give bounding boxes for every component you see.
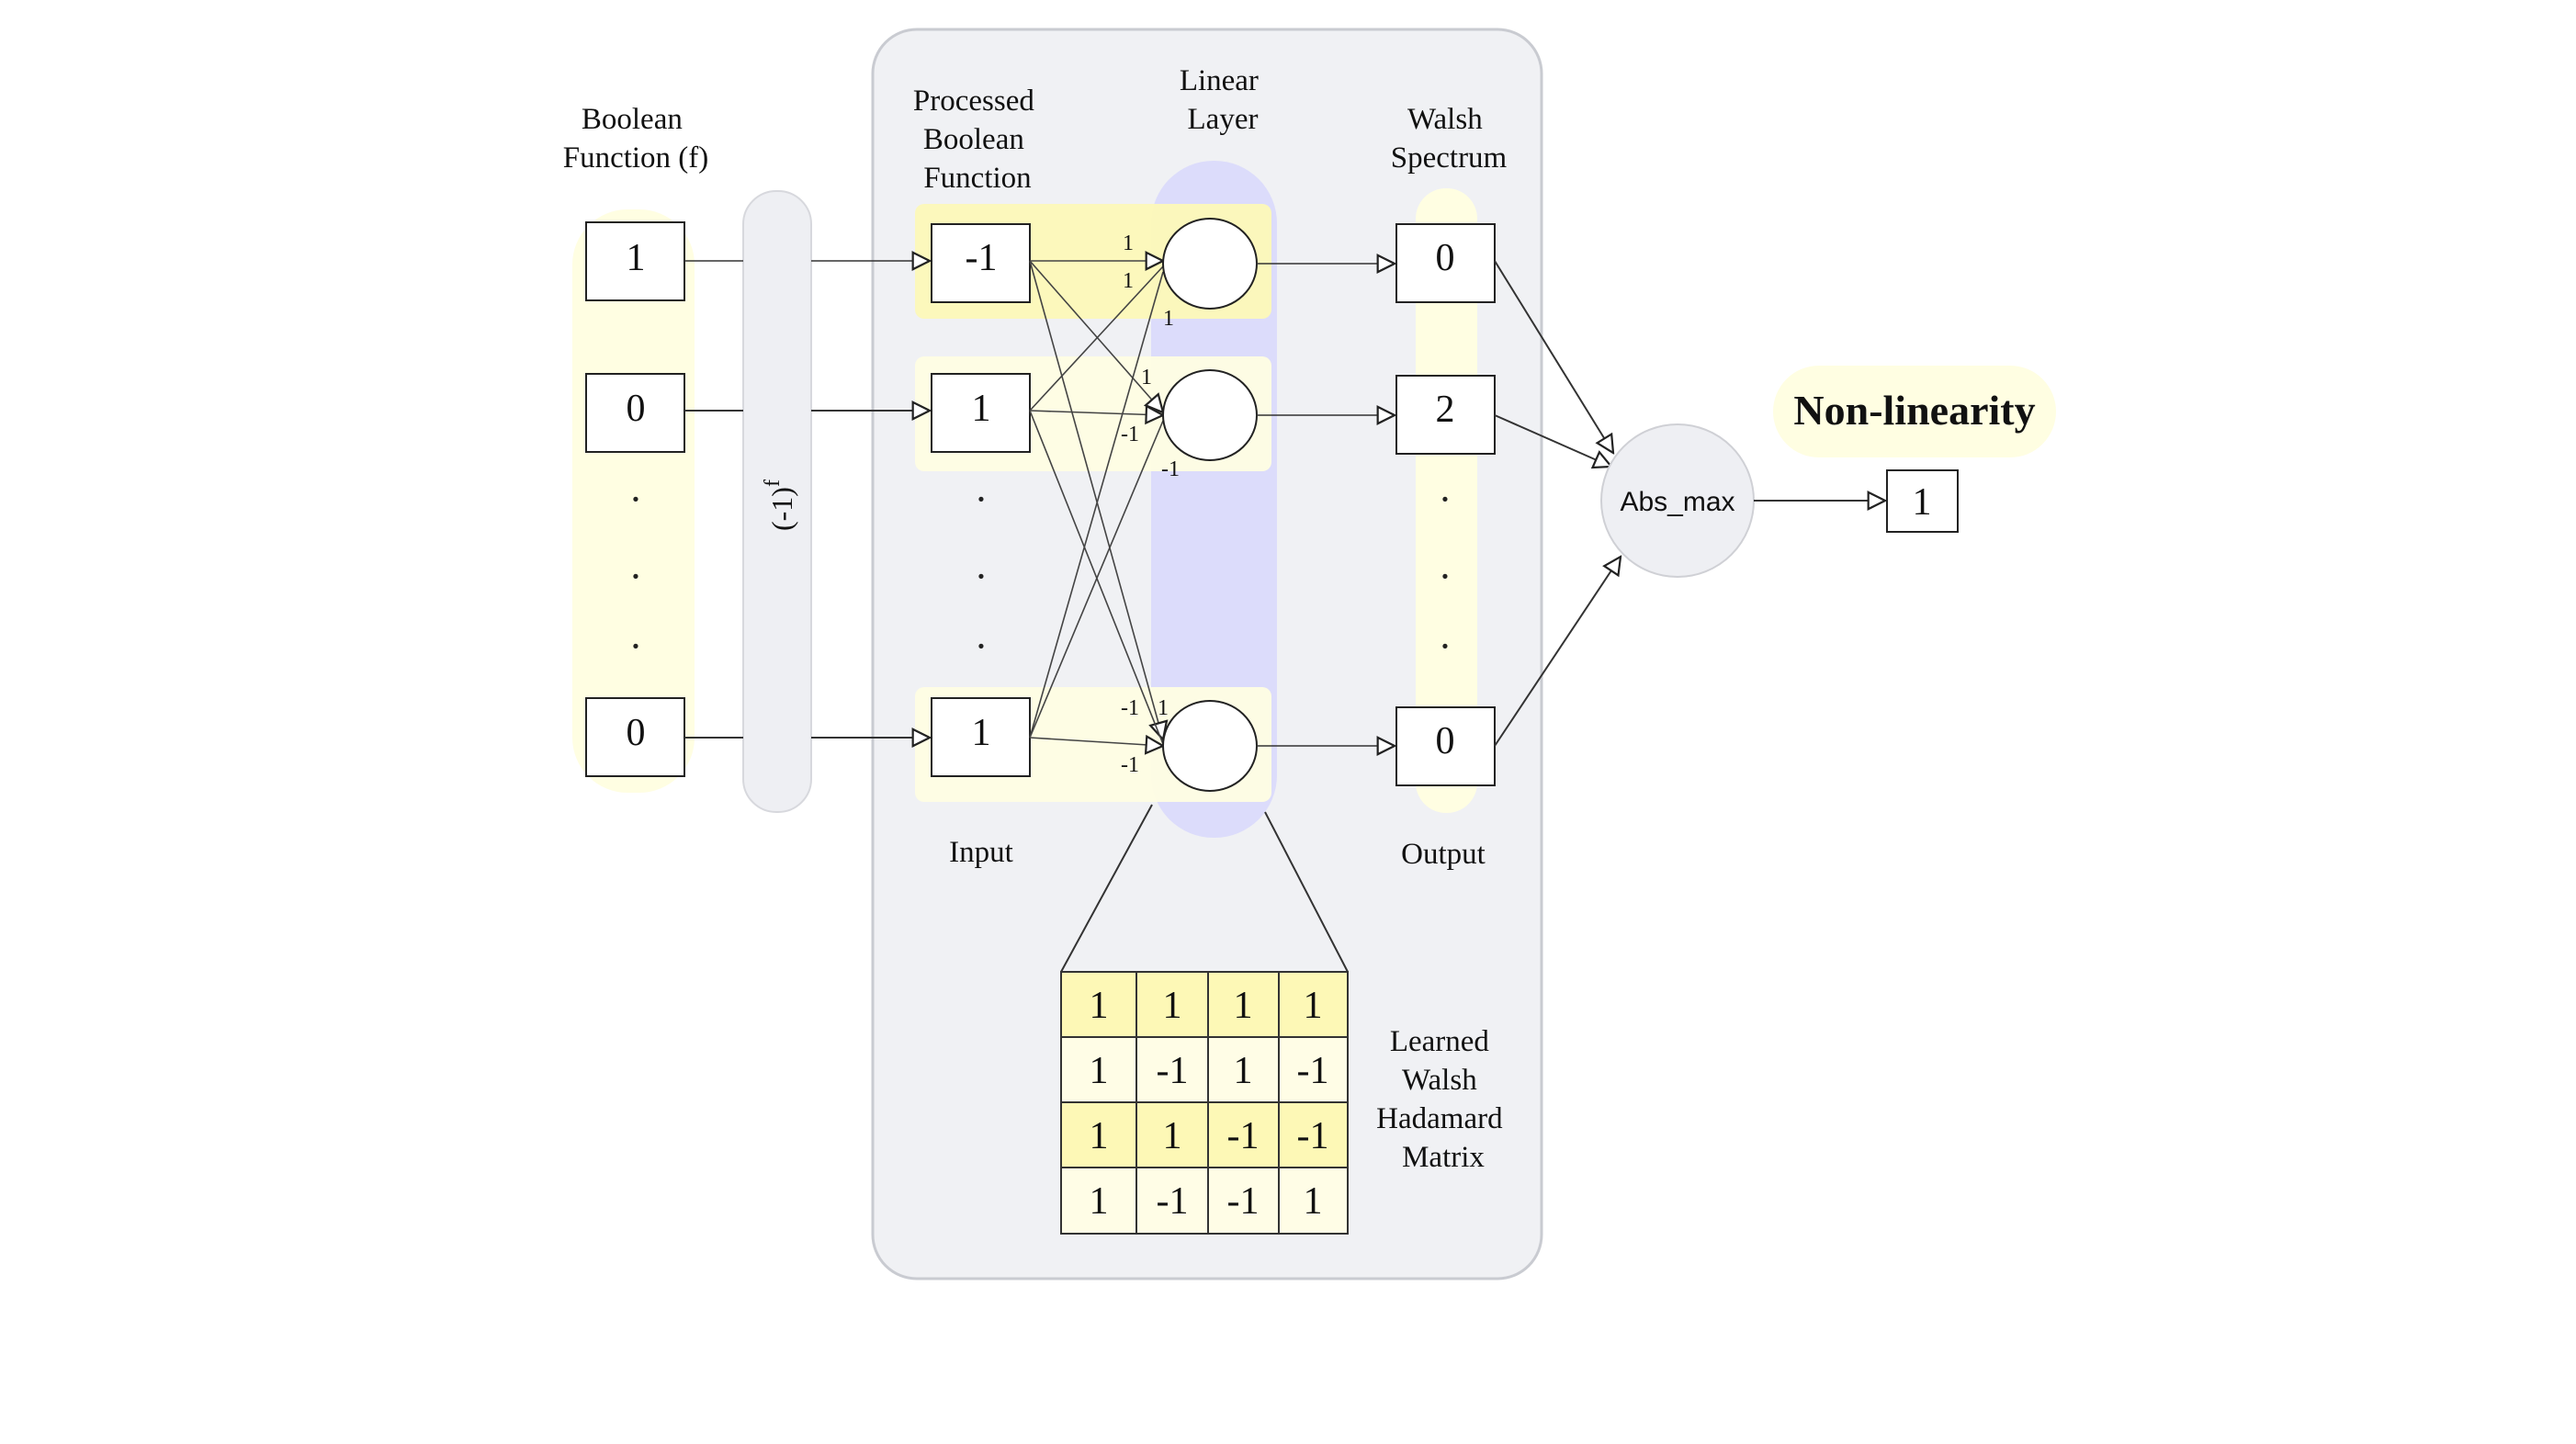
linear-layer-title-line1: Linear: [1180, 64, 1259, 97]
svg-text:Learned Walsh Hadamard: Learned Walsh Hadamard Matrix: [1376, 1025, 1510, 1174]
input-value-3: 0: [627, 712, 646, 754]
matrix-caption-line1: Learned: [1390, 1025, 1490, 1058]
neuron-3: [1162, 700, 1258, 792]
matrix-cell: -1: [1157, 1050, 1189, 1092]
matrix-caption-line4: Matrix: [1402, 1141, 1485, 1174]
svg-text:Walsh Spectrum: Walsh Spectrum: [1391, 103, 1508, 175]
matrix-row-bg-3: [1061, 1102, 1348, 1168]
matrix-cell: 1: [1234, 1050, 1253, 1092]
input-box-1: 1: [585, 221, 685, 301]
matrix-cell: 1: [1090, 1050, 1109, 1092]
processed-box-2: 1: [931, 373, 1031, 453]
nonlinearity-value: 1: [1913, 481, 1932, 524]
walsh-value-2: 2: [1436, 389, 1455, 431]
walsh-column-highlight: [1416, 188, 1477, 813]
input-box-3: 0: [585, 697, 685, 777]
nonlinearity-result-box: 1: [1886, 469, 1959, 533]
input-column-highlight: [572, 209, 695, 793]
matrix-cell: -1: [1227, 1115, 1260, 1157]
processed-dot-2: ·: [975, 554, 989, 599]
walsh-value-3: 0: [1436, 720, 1455, 762]
processed-title-line2: Boolean: [923, 123, 1024, 156]
matrix-cell: -1: [1227, 1180, 1260, 1223]
input-value-2: 0: [627, 388, 646, 430]
zoom-line-left: [1060, 804, 1153, 973]
input-dot-1: ·: [629, 477, 643, 522]
walsh-dot-3: ·: [1439, 624, 1452, 669]
matrix-caption-line3: Hadamard: [1376, 1102, 1503, 1135]
matrix-cell: -1: [1297, 1050, 1329, 1092]
arrow-walsh-1: [1494, 260, 1613, 453]
weight-n2-a: 1: [1141, 366, 1152, 389]
hadamard-matrix: 1 1 1 1 1 -1 1 -1 1 1 -1 -1 1 -1 -1 1: [1060, 971, 1349, 1235]
linear-layer-title-line2: Layer: [1188, 103, 1259, 136]
input-dot-3: ·: [629, 624, 643, 669]
processed-title-line3: Function: [923, 162, 1031, 195]
matrix-cell: -1: [1157, 1180, 1189, 1223]
walsh-dot-1: ·: [1439, 477, 1452, 522]
input-box-2: 0: [585, 373, 685, 453]
matrix-cell: 1: [1234, 985, 1253, 1027]
processed-title-line1: Processed: [913, 85, 1034, 118]
input-caption: Input: [949, 836, 1013, 869]
arrow-walsh-2: [1494, 414, 1611, 467]
walsh-dot-2: ·: [1439, 554, 1452, 599]
processed-dot-3: ·: [975, 624, 989, 669]
processed-value-1: -1: [966, 237, 998, 279]
processed-value-2: 1: [972, 388, 991, 430]
weight-n3-b: 1: [1158, 696, 1169, 720]
matrix-cell: 1: [1304, 1180, 1323, 1223]
weight-n2-b: -1: [1121, 423, 1139, 446]
weight-n1-a: 1: [1123, 231, 1134, 255]
input-dot-2: ·: [629, 554, 643, 599]
matrix-caption-line2: Walsh: [1402, 1064, 1477, 1097]
linear-layer-highlight: [1151, 161, 1277, 838]
arrow-walsh-3: [1494, 557, 1621, 747]
matrix-cell: 1: [1090, 1180, 1109, 1223]
walsh-box-1: 0: [1395, 223, 1496, 303]
neuron-1: [1162, 218, 1258, 310]
walsh-box-2: 2: [1395, 375, 1496, 455]
transform-capsule: [742, 190, 812, 813]
weight-n3-a: -1: [1121, 696, 1139, 720]
processed-box-1: -1: [931, 223, 1031, 303]
walsh-value-1: 0: [1436, 237, 1455, 279]
weight-n3-c: -1: [1121, 753, 1139, 777]
walsh-title-line2: Spectrum: [1391, 141, 1508, 175]
walsh-box-3: 0: [1395, 706, 1496, 786]
nonlinearity-highlight: [1773, 366, 2056, 457]
svg-text:Boolean Function (f): Boolean Function (f): [563, 103, 709, 175]
input-title-line2: Function (f): [563, 141, 709, 175]
input-title-line1: Boolean: [582, 103, 683, 136]
neuron-2: [1162, 369, 1258, 461]
dense-connections: [1029, 261, 1163, 746]
svg-text:Processed Boolean Func: Processed Boolean Function: [913, 85, 1042, 195]
output-caption: Output: [1401, 838, 1486, 871]
matrix-cell: 1: [1090, 985, 1109, 1027]
matrix-cell: 1: [1163, 1115, 1182, 1157]
zoom-line-right: [1264, 811, 1349, 973]
matrix-row-bg-1: [1061, 972, 1348, 1037]
abs-max-label: Abs_max: [1620, 487, 1734, 517]
matrix-cell: -1: [1297, 1115, 1329, 1157]
weight-n2-c: -1: [1161, 457, 1180, 481]
walsh-title-line1: Walsh: [1407, 103, 1483, 136]
processed-value-3: 1: [972, 712, 991, 754]
processed-dot-1: ·: [975, 477, 989, 522]
processed-box-3: 1: [931, 697, 1031, 777]
transform-label: (-1)f: [761, 479, 798, 531]
weight-n1-b: 1: [1123, 269, 1134, 293]
weight-n1-c: 1: [1163, 307, 1174, 331]
matrix-row-bg-2: [1061, 1037, 1348, 1102]
matrix-row-bg-4: [1061, 1168, 1348, 1234]
matrix-cell: 1: [1304, 985, 1323, 1027]
input-value-1: 1: [627, 237, 646, 279]
transform-exponent: f: [761, 479, 785, 487]
matrix-cell: 1: [1163, 985, 1182, 1027]
matrix-cell: 1: [1090, 1115, 1109, 1157]
svg-text:Linear Layer: Linear Layer: [1180, 64, 1266, 136]
nonlinearity-title: Non-linearity: [1793, 387, 2035, 434]
